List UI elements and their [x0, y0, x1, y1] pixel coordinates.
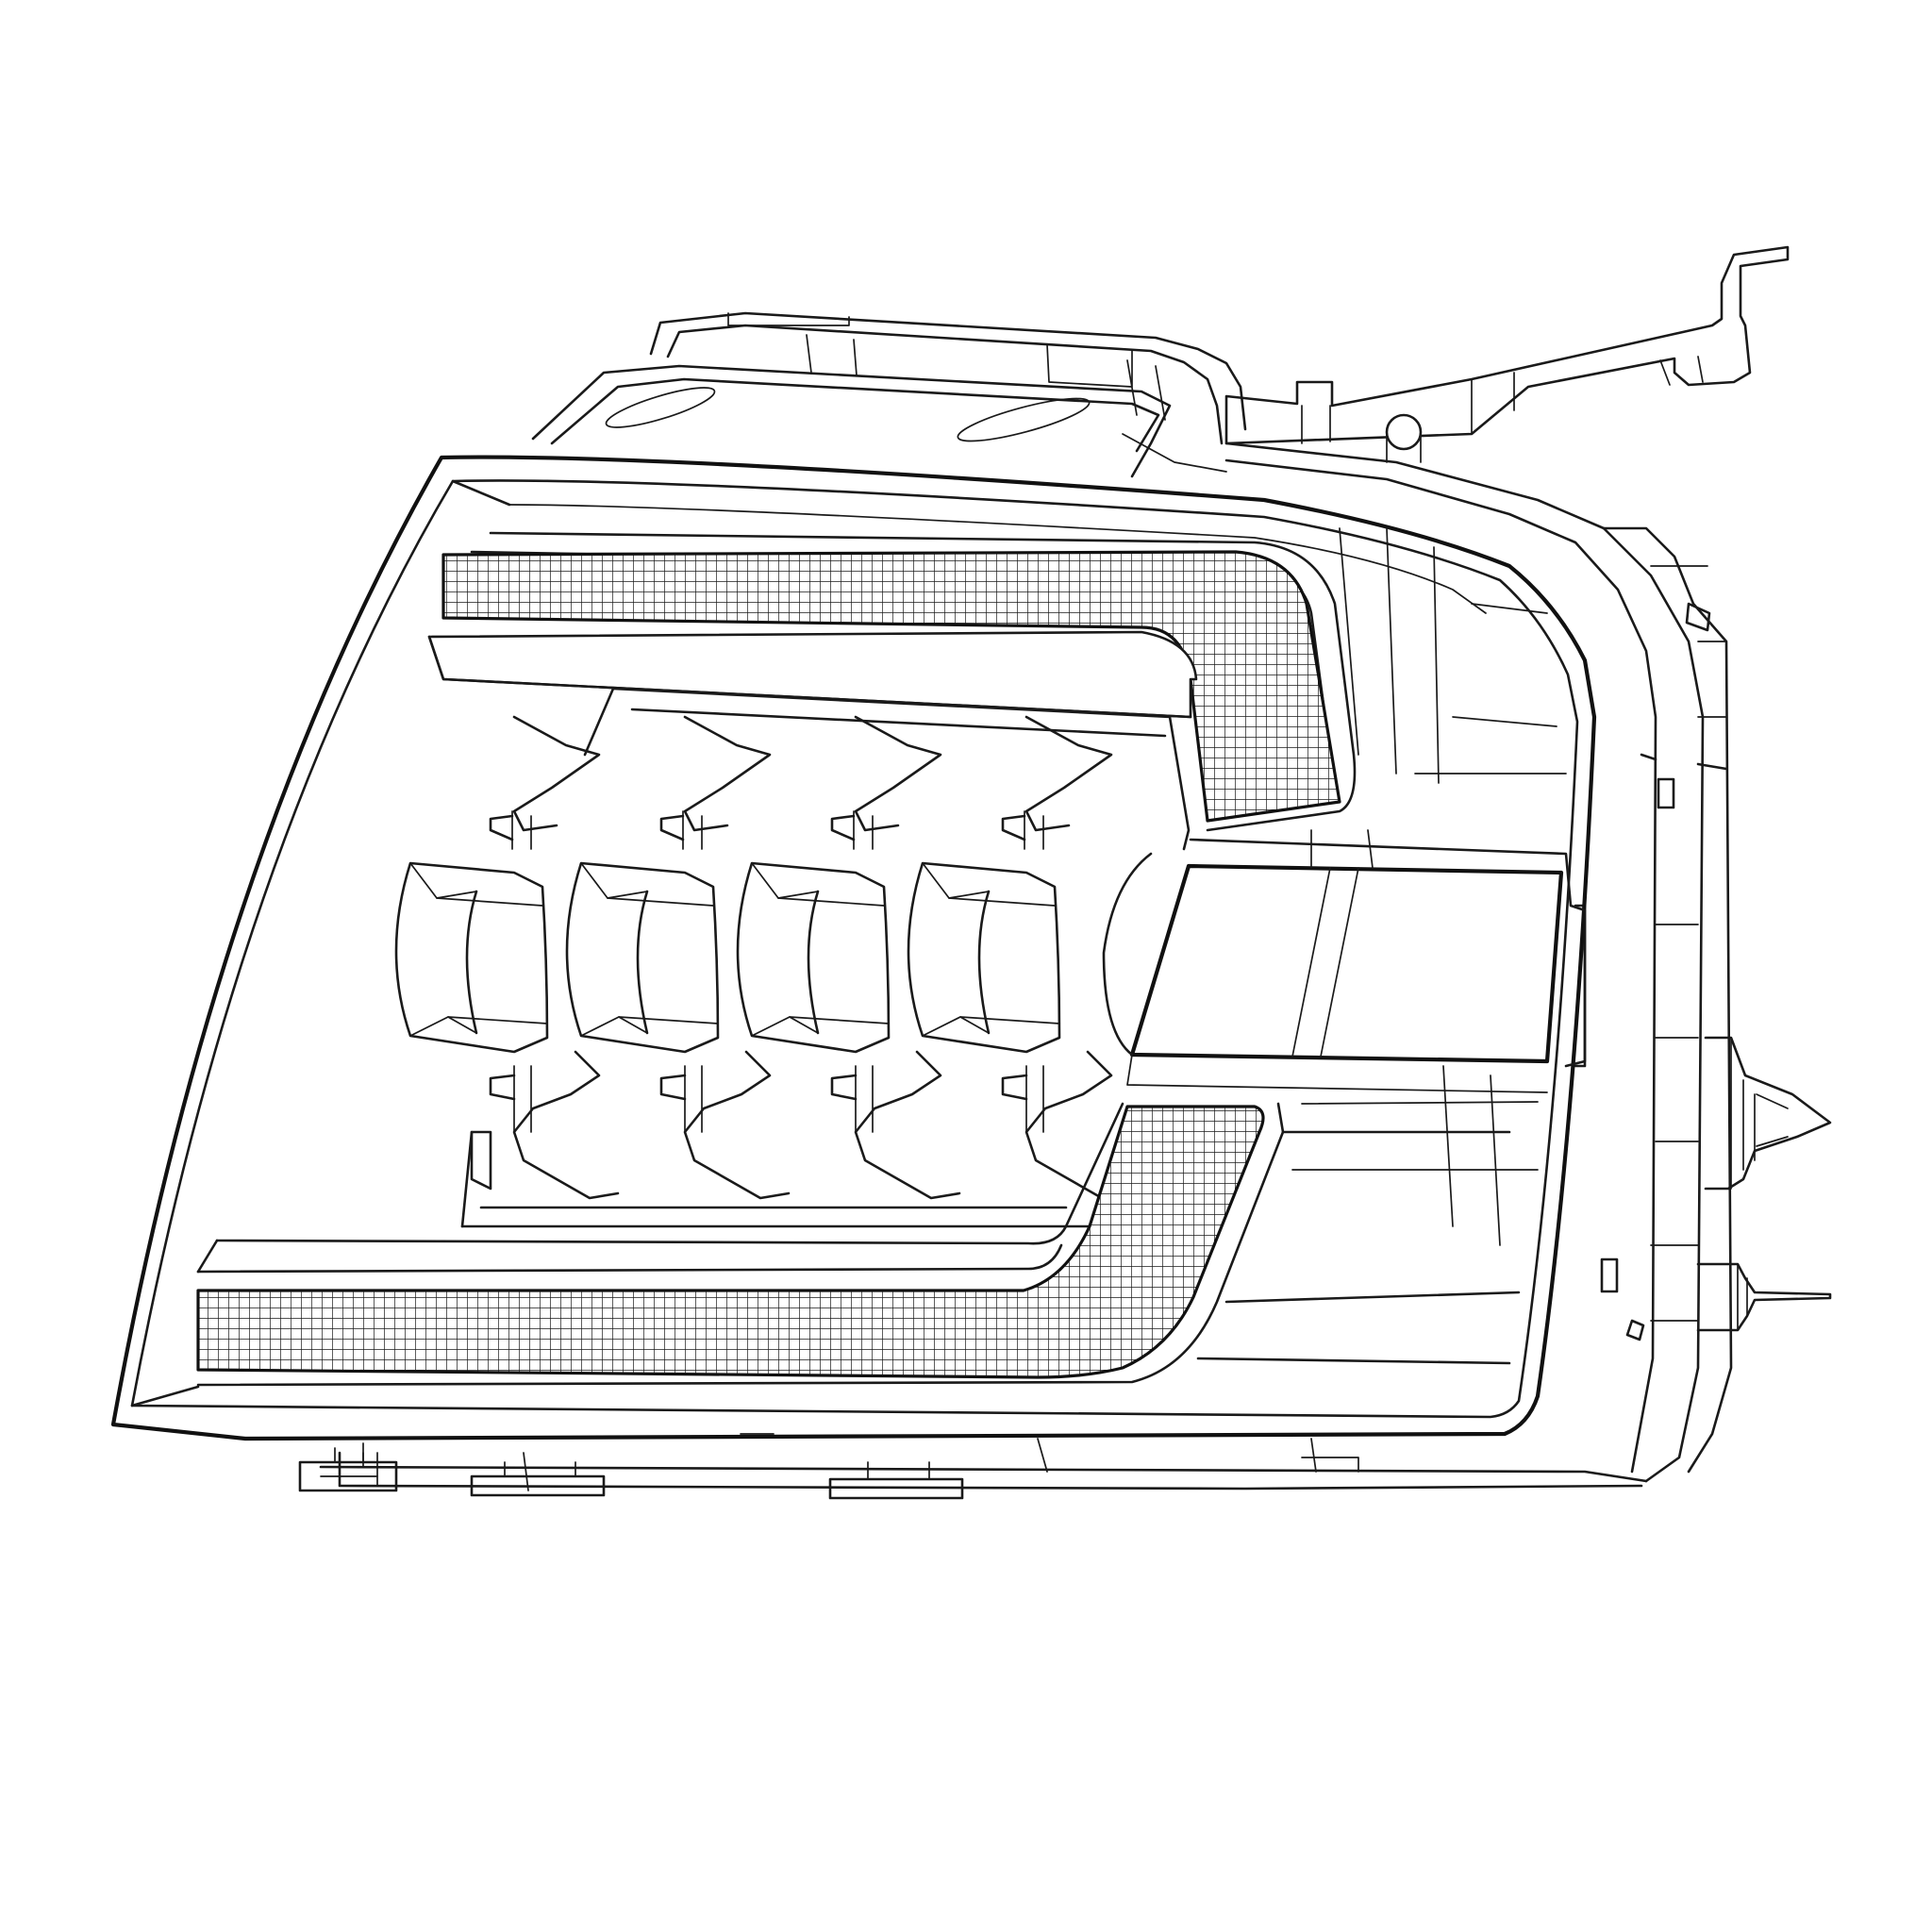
projector-upper-fin: [683, 715, 772, 832]
projector-upper-post: [1024, 810, 1044, 850]
projector-module-2: [565, 715, 791, 1200]
projector-upper-tab: [489, 814, 514, 841]
projector-upper-fin: [854, 715, 942, 832]
projector-upper-fin: [512, 715, 601, 832]
projector-lower-tab: [1001, 1074, 1028, 1101]
projector-lens-barrel: [394, 861, 549, 1054]
housing-seams: [1339, 527, 1567, 1246]
projector-lower-tab: [830, 1074, 858, 1101]
projector-lower-tab: [489, 1074, 516, 1101]
projector-lens-face: [465, 890, 478, 1035]
mounting-tab-center-right: [828, 1461, 964, 1500]
projector-bezel-line: [777, 897, 890, 1024]
projector-upper-tab: [659, 814, 685, 841]
top-housing: [531, 311, 1247, 478]
projector-lower-fin: [1024, 1050, 1132, 1200]
projector-lens-face: [636, 890, 649, 1035]
projector-bezel-line: [436, 897, 548, 1024]
projector-bezel-line: [607, 897, 719, 1024]
projector-upper-tab: [1001, 814, 1026, 841]
center-signal-bar: [1102, 829, 1587, 1093]
bottom-housing: [319, 1433, 1648, 1491]
outer-lens: [110, 455, 1597, 1441]
mounting-tab-left: [298, 1442, 398, 1492]
projector-module-4: [907, 715, 1132, 1200]
connector-upper: [1704, 1036, 1832, 1191]
projector-bezel-line: [948, 897, 1060, 1024]
projector-lens-barrel: [565, 861, 720, 1054]
side-housing: [1224, 441, 1733, 1483]
projector-lower-tab: [659, 1074, 687, 1101]
projector-lower-fin: [854, 1050, 961, 1200]
projector-lens-face: [977, 890, 991, 1035]
projector-lens-barrel: [736, 861, 891, 1054]
mounting-tab-center-left: [470, 1461, 606, 1497]
connector-lower: [1696, 1262, 1832, 1332]
lower-drl-strip: [196, 1101, 1539, 1387]
projector-upper-post: [853, 810, 874, 850]
upper-drl-strip: [427, 531, 1357, 832]
projector-upper-post: [682, 810, 703, 850]
projector-lower-fin: [512, 1050, 620, 1200]
projector-module-1: [394, 715, 620, 1200]
projector-upper-post: [511, 810, 532, 850]
mounting-bracket: [1224, 245, 1790, 463]
projector-upper-tab: [830, 814, 856, 841]
projector-module-3: [736, 715, 961, 1200]
projector-lens-barrel: [907, 861, 1061, 1054]
projector-lens-face: [807, 890, 820, 1035]
projector-upper-fin: [1024, 715, 1113, 832]
projector-lower-fin: [683, 1050, 791, 1200]
